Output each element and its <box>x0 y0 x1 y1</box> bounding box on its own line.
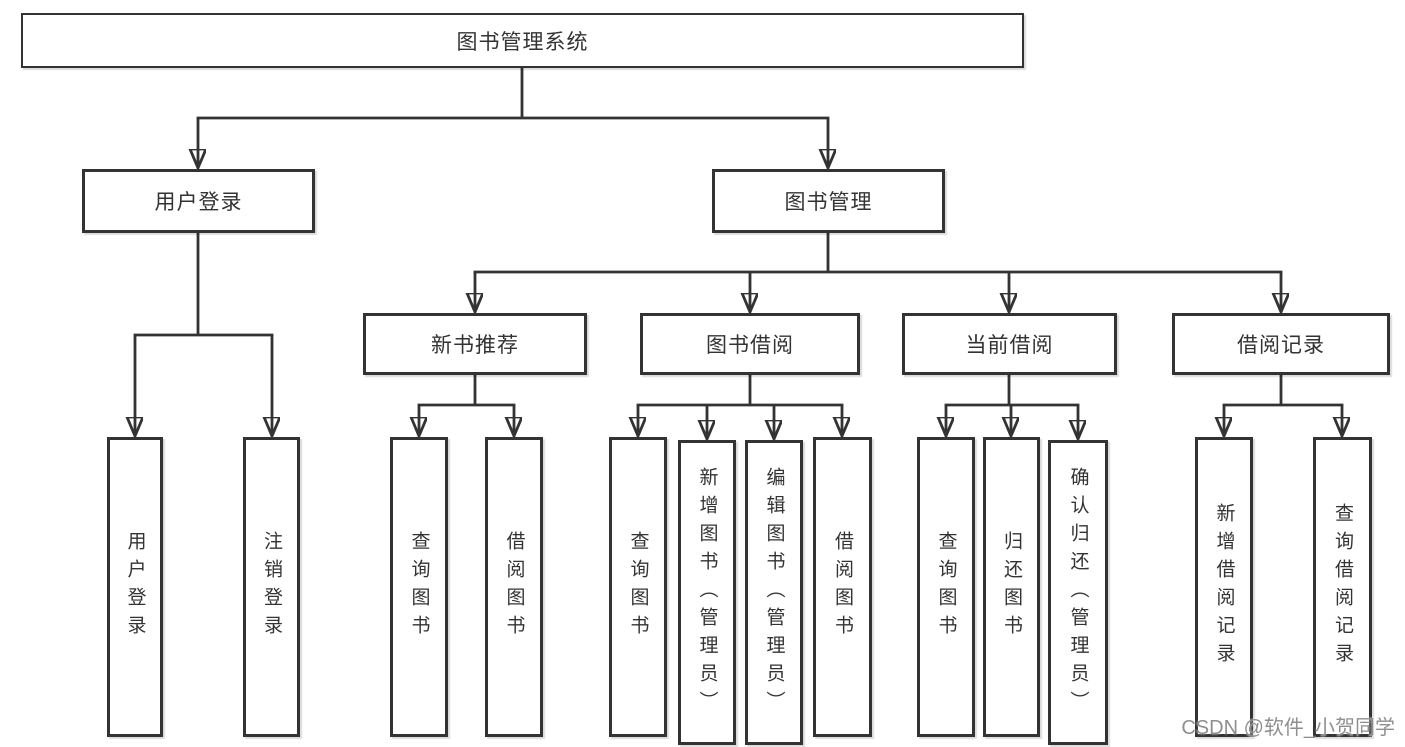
edge-book-management-rail <box>473 231 1283 274</box>
node-book-management: 图书管理 <box>712 169 945 233</box>
node-borrowing-records: 借阅记录 <box>1172 313 1390 375</box>
watermark: CSDN @软件_小贺同学 <box>1181 717 1395 739</box>
leaf-logout: 注销登录 <box>243 437 300 737</box>
leaf-user-login: 用户登录 <box>107 437 163 737</box>
edge-new-book-recommend-rail <box>417 373 516 407</box>
leaf-bb-query-books: 查询图书 <box>609 437 667 737</box>
edge-book-borrowing-rail <box>636 373 844 407</box>
edge-current-borrowing-rail <box>944 373 1080 407</box>
node-book-borrowing: 图书借阅 <box>640 313 860 375</box>
edge-borrowing-records-rail <box>1222 373 1344 407</box>
leaf-cb-query-books: 查询图书 <box>917 437 975 737</box>
leaf-bb-borrow-books: 借阅图书 <box>813 437 872 737</box>
node-user-login-branch: 用户登录 <box>82 169 315 233</box>
leaf-bb-edit-books-admin: 编辑图书（管理员） <box>745 440 803 745</box>
leaf-nbr-query-books: 查询图书 <box>390 437 448 737</box>
leaf-cb-confirm-return-admin: 确认归还（管理员） <box>1048 440 1108 745</box>
leaf-br-query-record: 查询借阅记录 <box>1313 437 1372 737</box>
leaf-bb-add-books-admin: 新增图书（管理员） <box>678 440 736 745</box>
node-current-borrowing: 当前借阅 <box>902 313 1117 375</box>
node-new-book-recommend: 新书推荐 <box>363 313 587 375</box>
edge-user-login-rail <box>133 231 274 337</box>
leaf-nbr-borrow-books: 借阅图书 <box>485 437 543 737</box>
node-root: 图书管理系统 <box>21 13 1024 68</box>
edge-root-rail <box>196 66 830 120</box>
leaf-br-add-record: 新增借阅记录 <box>1195 437 1253 737</box>
leaf-cb-return-books: 归还图书 <box>983 437 1040 737</box>
